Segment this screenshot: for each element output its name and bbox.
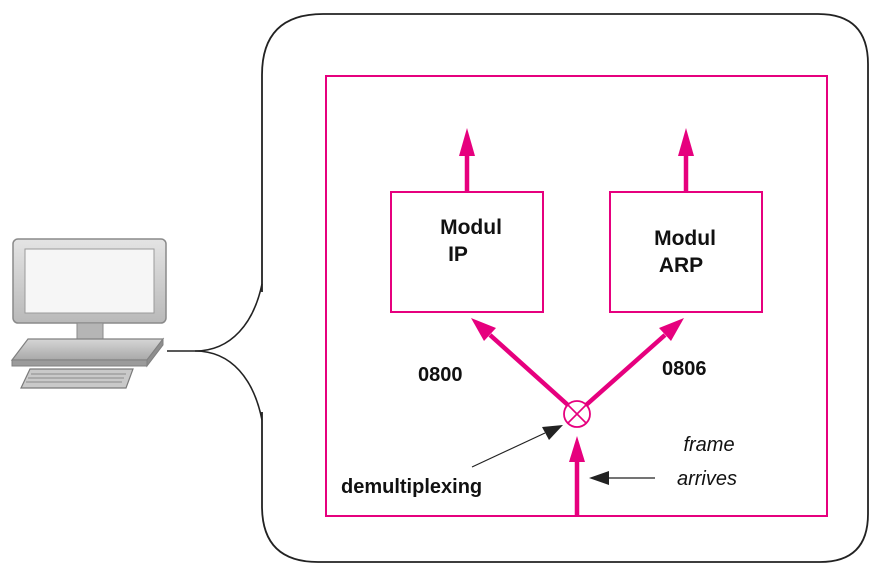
ip-upward-arrow xyxy=(459,128,475,192)
circled-x-icon xyxy=(563,400,591,428)
arp-upward-arrow xyxy=(678,128,694,192)
arp-ethertype-label: 0806 xyxy=(662,358,707,380)
arp-module-box[interactable] xyxy=(609,191,763,313)
frame-pointer-arrow xyxy=(589,471,655,485)
ip-demux-arrow xyxy=(471,318,571,408)
host-outline xyxy=(261,13,869,563)
ip-module-box[interactable] xyxy=(390,191,544,313)
demux-pointer-arrow xyxy=(471,425,563,468)
ip-module-label-line1: Modul xyxy=(440,216,502,239)
ip-ethertype-label: 0800 xyxy=(418,364,463,386)
arp-module-label-line2: ARP xyxy=(659,254,703,277)
network-cable-lower xyxy=(194,350,263,421)
ip-module-label-line2: IP xyxy=(448,243,468,266)
arp-demux-arrow xyxy=(583,318,684,408)
frame-input-arrow xyxy=(569,436,585,516)
demux-caption: demultiplexing xyxy=(341,476,482,498)
frame-caption-line2: arrives xyxy=(677,468,737,490)
network-cable xyxy=(167,283,263,352)
arp-module-label-line1: Modul xyxy=(654,227,716,250)
desktop-computer-icon xyxy=(10,238,167,389)
frame-caption-line1: frame xyxy=(683,434,734,456)
